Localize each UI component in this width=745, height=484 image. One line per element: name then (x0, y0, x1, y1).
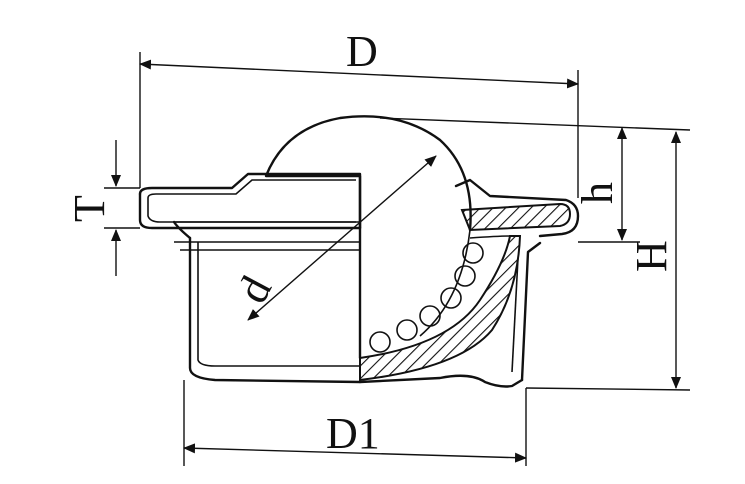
support-ball (419, 305, 441, 327)
dimension-lines (111, 59, 681, 463)
support-ball (369, 331, 391, 353)
support-ball (440, 287, 462, 309)
support-ball (462, 242, 484, 264)
top-flange (138, 172, 362, 251)
dimension-D1 (183, 443, 527, 463)
extension-lines (104, 52, 691, 466)
label-h: h (573, 182, 622, 204)
housing-body (172, 220, 542, 388)
support-ball (454, 265, 476, 287)
dimension-d (247, 155, 437, 321)
label-D1: D1 (326, 409, 380, 458)
label-D: D (346, 27, 378, 76)
main-ball (264, 115, 472, 360)
label-T: T (65, 195, 114, 222)
label-H: H (627, 240, 676, 272)
dimension-D (139, 59, 579, 89)
support-ball (396, 319, 418, 341)
label-d: d (228, 268, 282, 310)
hatched-section (359, 178, 580, 382)
